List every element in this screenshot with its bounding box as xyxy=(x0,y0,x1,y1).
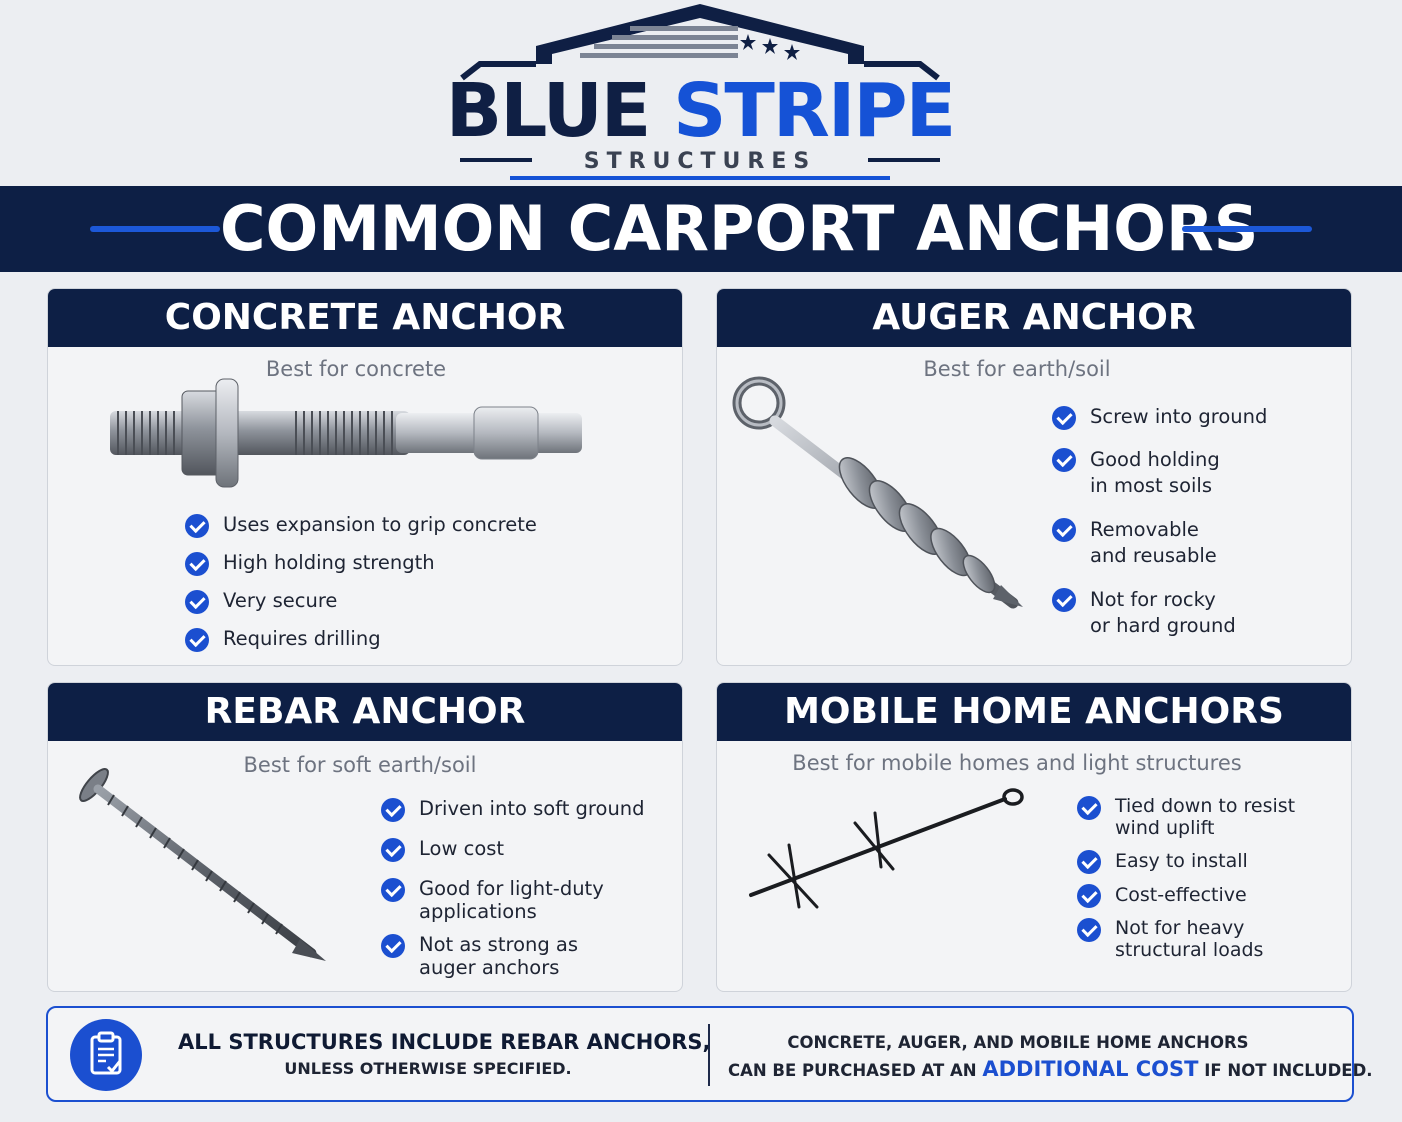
brand-logo: BLUE STRIPE STRUCTURES xyxy=(440,0,960,186)
card-title: AUGER ANCHOR xyxy=(717,289,1351,347)
card-title: MOBILE HOME ANCHORS xyxy=(717,683,1351,741)
bullet-item: Very secure xyxy=(185,589,537,614)
footer-included-note: UNLESS OTHERWISE SPECIFIED. xyxy=(284,1059,572,1078)
bullet-item: High holding strength xyxy=(185,551,537,576)
check-icon xyxy=(1077,850,1101,874)
check-icon xyxy=(381,838,405,862)
footer-divider xyxy=(708,1024,710,1086)
bullet-item: Screw into ground xyxy=(1052,405,1267,430)
footer-note: ALL STRUCTURES INCLUDE REBAR ANCHORS, UN… xyxy=(46,1006,1373,1102)
card-bullets: Uses expansion to grip concrete High hol… xyxy=(185,513,537,652)
check-icon xyxy=(1052,406,1076,430)
bullet-item: Not as strong as auger anchors xyxy=(381,933,645,979)
rebar-spike-icon xyxy=(79,768,326,961)
footer-optional-line: CONCRETE, AUGER, AND MOBILE HOME ANCHORS xyxy=(787,1033,1249,1052)
check-icon xyxy=(185,628,209,652)
logo-word-bright: STRIPE xyxy=(673,68,956,154)
card-bullets: Driven into soft ground Low cost Good fo… xyxy=(381,797,645,979)
logo-wordmark: BLUE STRIPE xyxy=(444,66,956,156)
check-icon xyxy=(185,552,209,576)
footer-note-pre: CAN BE PURCHASED AT AN xyxy=(728,1061,977,1080)
footer-note-accent: ADDITIONAL COST xyxy=(982,1057,1199,1081)
check-icon xyxy=(1077,884,1101,908)
bullet-item: Cost-effective xyxy=(1077,883,1295,908)
card-concrete-anchor: CONCRETE ANCHOR Best for concrete xyxy=(47,288,683,666)
footer-optional-note: CAN BE PURCHASED AT AN ADDITIONAL COST I… xyxy=(728,1056,1373,1084)
card-bullets: Tied down to resist wind uplift Easy to … xyxy=(1077,795,1295,961)
card-auger-anchor: AUGER ANCHOR Best for earth/soil Screw i… xyxy=(716,288,1352,666)
card-mobile-home-anchors: MOBILE HOME ANCHORS Best for mobile home… xyxy=(716,682,1352,992)
card-bullets: Screw into ground Good holding in most s… xyxy=(1052,405,1267,639)
page-title: COMMON CARPORT ANCHORS xyxy=(220,192,1259,265)
bullet-item: Tied down to resist wind uplift xyxy=(1077,795,1295,839)
title-banner: COMMON CARPORT ANCHORS xyxy=(0,186,1402,272)
card-title: REBAR ANCHOR xyxy=(48,683,682,741)
bullet-item: Not for rocky or hard ground xyxy=(1052,587,1267,639)
logo-roof-icon xyxy=(460,4,940,180)
footer-included-line: ALL STRUCTURES INCLUDE REBAR ANCHORS, xyxy=(178,1030,711,1054)
clipboard-check-icon xyxy=(70,1019,142,1091)
mobile-home-earth-anchor-icon xyxy=(749,788,1024,909)
card-rebar-anchor: REBAR ANCHOR Best for soft earth/soil Dr… xyxy=(47,682,683,992)
check-icon xyxy=(381,878,405,902)
banner-left-rule xyxy=(90,226,220,232)
banner-right-rule xyxy=(1182,226,1312,232)
bullet-item: Good for light-duty applications xyxy=(381,877,645,923)
auger-screw-anchor-icon xyxy=(732,376,1023,609)
footer-note-post: IF NOT INCLUDED. xyxy=(1204,1061,1373,1080)
check-icon xyxy=(1052,588,1076,612)
bullet-item: Low cost xyxy=(381,837,645,862)
bullet-item: Easy to install xyxy=(1077,849,1295,874)
card-subtitle: Best for soft earth/soil xyxy=(243,753,477,777)
bullet-item: Uses expansion to grip concrete xyxy=(185,513,537,538)
card-subtitle: Best for earth/soil xyxy=(923,357,1111,381)
check-icon xyxy=(1052,518,1076,542)
check-icon xyxy=(381,934,405,958)
bullet-item: Removable and reusable xyxy=(1052,517,1267,569)
check-icon xyxy=(1077,918,1101,942)
check-icon xyxy=(1052,448,1076,472)
check-icon xyxy=(185,514,209,538)
bullet-item: Driven into soft ground xyxy=(381,797,645,822)
check-icon xyxy=(1077,796,1101,820)
card-subtitle: Best for mobile homes and light structur… xyxy=(792,751,1242,775)
check-icon xyxy=(185,590,209,614)
bullet-item: Good holding in most soils xyxy=(1052,447,1267,499)
card-title: CONCRETE ANCHOR xyxy=(48,289,682,347)
card-subtitle: Best for concrete xyxy=(265,357,447,381)
check-icon xyxy=(381,798,405,822)
logo-word-dark: BLUE xyxy=(445,68,652,154)
logo-subtitle: STRUCTURES xyxy=(583,149,817,174)
wedge-anchor-bolt-icon xyxy=(110,378,582,488)
bullet-item: Not for heavy structural loads xyxy=(1077,917,1295,961)
bullet-item: Requires drilling xyxy=(185,627,537,652)
